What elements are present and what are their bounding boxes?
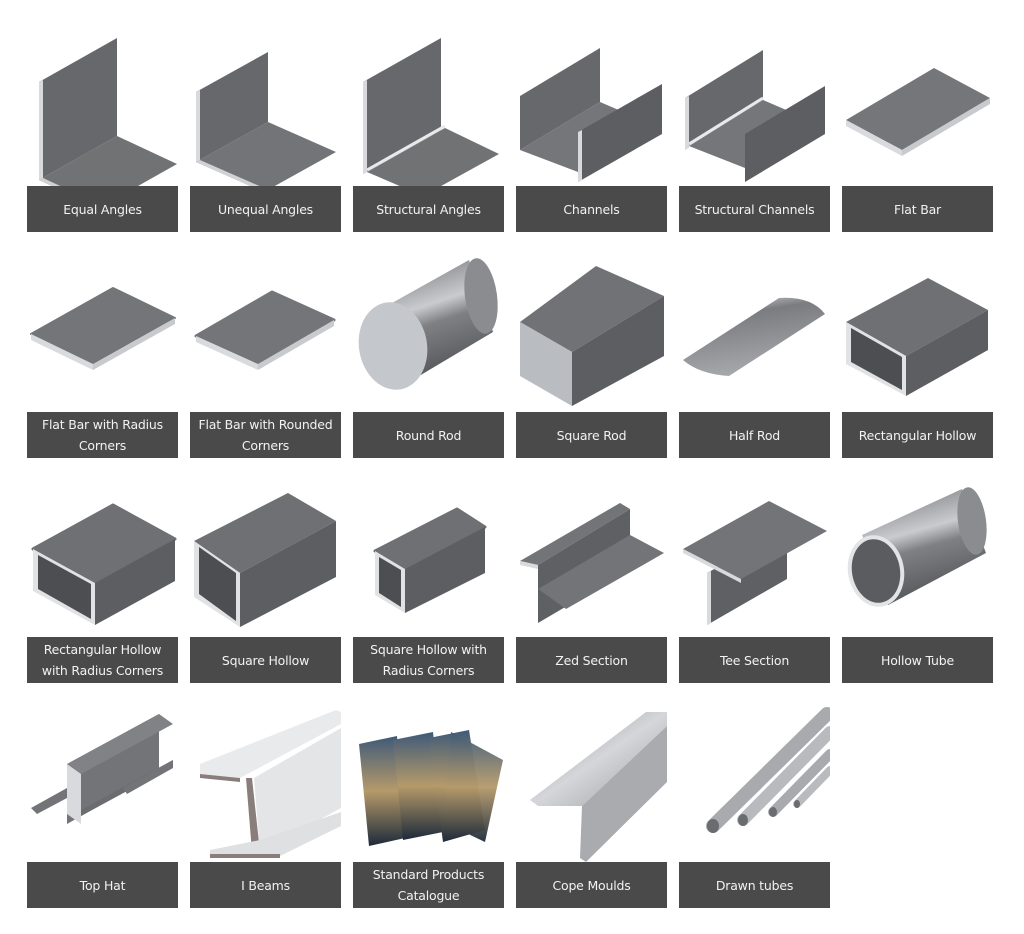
top-hat-icon[interactable] <box>27 702 178 862</box>
product-label[interactable]: Rectangular Hollow with Radius Corners <box>27 637 178 683</box>
catalogue-icon[interactable] <box>353 702 504 862</box>
product-label[interactable]: Flat Bar with Radius Corners <box>27 412 178 458</box>
hollow-tube-icon[interactable] <box>842 477 993 637</box>
product-label[interactable]: Structural Angles <box>353 186 504 232</box>
channel-icon[interactable] <box>516 26 667 186</box>
product-label[interactable]: Square Rod <box>516 412 667 458</box>
square-hollow-radius-icon[interactable] <box>353 477 504 637</box>
product-label[interactable]: Cope Moulds <box>516 862 667 908</box>
product-label[interactable]: Unequal Angles <box>190 186 341 232</box>
equal-angle-icon[interactable] <box>27 26 178 186</box>
product-label[interactable]: Drawn tubes <box>679 862 830 908</box>
i-beam-icon[interactable] <box>190 702 341 862</box>
flat-bar-icon[interactable] <box>842 26 993 186</box>
zed-section-icon[interactable] <box>516 477 667 637</box>
tee-section-icon[interactable] <box>679 477 830 637</box>
product-label[interactable]: Flat Bar <box>842 186 993 232</box>
product-label[interactable]: Round Rod <box>353 412 504 458</box>
product-label[interactable]: I Beams <box>190 862 341 908</box>
rectangular-hollow-radius-icon[interactable] <box>27 477 178 637</box>
product-label[interactable]: Hollow Tube <box>842 637 993 683</box>
structural-angle-icon[interactable] <box>353 26 504 186</box>
round-rod-icon[interactable] <box>353 252 504 412</box>
product-label[interactable]: Channels <box>516 186 667 232</box>
product-label[interactable]: Standard Products Catalogue <box>353 862 504 908</box>
product-label[interactable]: Tee Section <box>679 637 830 683</box>
product-label[interactable]: Equal Angles <box>27 186 178 232</box>
product-label[interactable]: Flat Bar with Rounded Corners <box>190 412 341 458</box>
flat-bar-radius-icon[interactable] <box>27 252 178 412</box>
product-label[interactable]: Zed Section <box>516 637 667 683</box>
product-label[interactable]: Rectangular Hollow <box>842 412 993 458</box>
structural-channel-icon[interactable] <box>679 26 830 186</box>
cope-mould-icon[interactable] <box>516 702 667 862</box>
unequal-angle-icon[interactable] <box>190 26 341 186</box>
product-label[interactable]: Top Hat <box>27 862 178 908</box>
flat-bar-rounded-icon[interactable] <box>190 252 341 412</box>
rectangular-hollow-icon[interactable] <box>842 252 993 412</box>
product-label[interactable]: Square Hollow with Radius Corners <box>353 637 504 683</box>
half-rod-icon[interactable] <box>679 252 830 412</box>
square-rod-icon[interactable] <box>516 252 667 412</box>
drawn-tubes-icon[interactable] <box>679 702 830 862</box>
square-hollow-icon[interactable] <box>190 477 341 637</box>
product-label[interactable]: Structural Channels <box>679 186 830 232</box>
product-label[interactable]: Square Hollow <box>190 637 341 683</box>
product-label[interactable]: Half Rod <box>679 412 830 458</box>
